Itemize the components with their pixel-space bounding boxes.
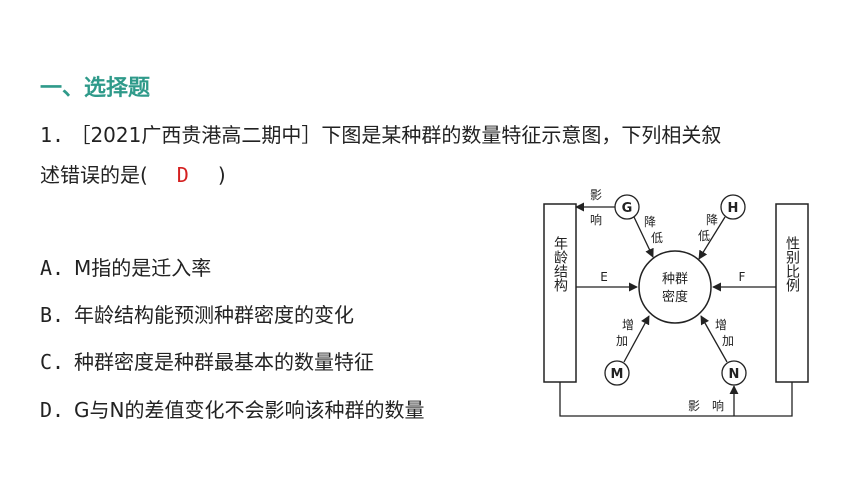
label-f: F xyxy=(739,270,746,284)
node-h-label: H xyxy=(728,201,739,216)
label-n-increase-1: 增 xyxy=(715,318,727,332)
option-b[interactable]: B. 年龄结构能预测种群密度的变化 xyxy=(40,299,354,328)
arrow-g-to-center xyxy=(633,216,654,258)
arrow-n-to-center xyxy=(700,315,728,363)
option-text: 种群密度是种群最基本的数量特征 xyxy=(74,350,374,374)
node-h xyxy=(720,194,746,220)
node-n-label: N xyxy=(729,367,740,382)
option-text: 年龄结构能预测种群密度的变化 xyxy=(74,303,354,327)
answer-text: D xyxy=(176,163,189,187)
option-a[interactable]: A. M指的是迁入率 xyxy=(40,252,211,281)
arrow-h-to-center xyxy=(698,216,726,260)
question-stem-text: 下图是某种群的数量特征示意图，下列相关叙 xyxy=(321,123,722,147)
option-letter: C. xyxy=(40,350,65,374)
option-letter: D. xyxy=(40,398,65,422)
section-title: 一、选择题 xyxy=(40,76,151,101)
sex-ratio-text: 性别比例 xyxy=(784,236,800,293)
population-density-line-1: 种群 xyxy=(662,272,688,287)
option-c[interactable]: C. 种群密度是种群最基本的数量特征 xyxy=(40,346,374,375)
label-g-decrease-2: 低 xyxy=(651,231,663,245)
node-g-label: G xyxy=(622,201,633,216)
label-m-increase-1: 增 xyxy=(622,318,634,332)
label-n-increase-2: 加 xyxy=(722,334,734,348)
question-stem: 1. ［2021广西贵港高二期中］下图是某种群的数量特征示意图，下列相关叙 述错… xyxy=(40,115,810,195)
population-density-circle xyxy=(638,250,712,324)
question-line-1: 1. ［2021广西贵港高二期中］下图是某种群的数量特征示意图，下列相关叙 xyxy=(40,115,810,155)
age-structure-char-1: 年龄结构 xyxy=(552,236,568,293)
node-m-label: M xyxy=(611,367,624,382)
label-e: E xyxy=(600,270,608,284)
label-bottom-influence: 影 响 xyxy=(688,398,724,413)
option-letter: B. xyxy=(40,303,65,327)
option-d[interactable]: D. G与N的差值变化不会影响该种群的数量 xyxy=(40,394,424,423)
bottom-loop-line xyxy=(559,382,793,417)
option-text: M指的是迁入率 xyxy=(74,256,212,280)
option-letter: A. xyxy=(40,256,65,280)
population-density-line-2: 密度 xyxy=(662,289,688,305)
label-g-decrease-1: 降 xyxy=(644,215,656,229)
arrow-m-to-center xyxy=(623,315,650,363)
population-diagram: 年龄结构 性别比例 种群 密度 E F G 影 响 降 低 H 降 低 M 增 … xyxy=(543,188,809,417)
label-g-influence-2: 响 xyxy=(590,212,602,227)
option-text: G与N的差值变化不会影响该种群的数量 xyxy=(74,398,425,422)
question-line-2: 述错误的是( D) xyxy=(40,155,810,195)
sex-ratio-box xyxy=(775,203,809,383)
label-h-decrease-2: 低 xyxy=(698,229,710,243)
label-m-increase-2: 加 xyxy=(616,334,628,348)
question-source: ［2021广西贵港高二期中］ xyxy=(70,123,322,147)
node-m xyxy=(604,360,630,386)
node-n xyxy=(721,360,747,386)
question-stem-text-2: 述错误的是( xyxy=(40,163,148,187)
age-structure-box xyxy=(543,203,577,383)
close-paren: ) xyxy=(217,163,226,187)
label-h-decrease-1: 降 xyxy=(706,213,718,227)
question-number: 1. xyxy=(40,123,65,147)
label-g-influence-1: 影 xyxy=(590,188,602,202)
